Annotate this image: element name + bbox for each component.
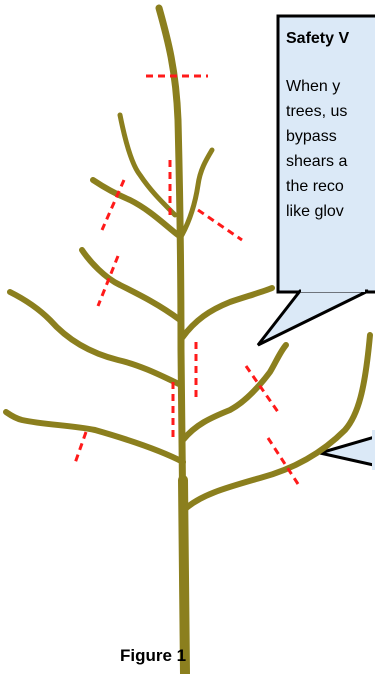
branch-right-lower xyxy=(183,345,286,440)
branch-right-middle xyxy=(182,288,272,338)
cut-mark xyxy=(74,432,86,466)
cut-marks xyxy=(74,76,298,484)
cut-mark xyxy=(198,210,242,240)
figure-caption: Figure 1 xyxy=(120,646,186,666)
cut-mark xyxy=(246,366,278,412)
safety-callout-box xyxy=(278,16,375,292)
second-callout xyxy=(320,430,375,470)
branch-left-lowest xyxy=(6,412,183,462)
safety-callout-pointer xyxy=(258,291,368,345)
branch-left-middle xyxy=(82,250,180,320)
safety-callout xyxy=(258,16,375,345)
second-callout-pointer xyxy=(320,436,375,466)
